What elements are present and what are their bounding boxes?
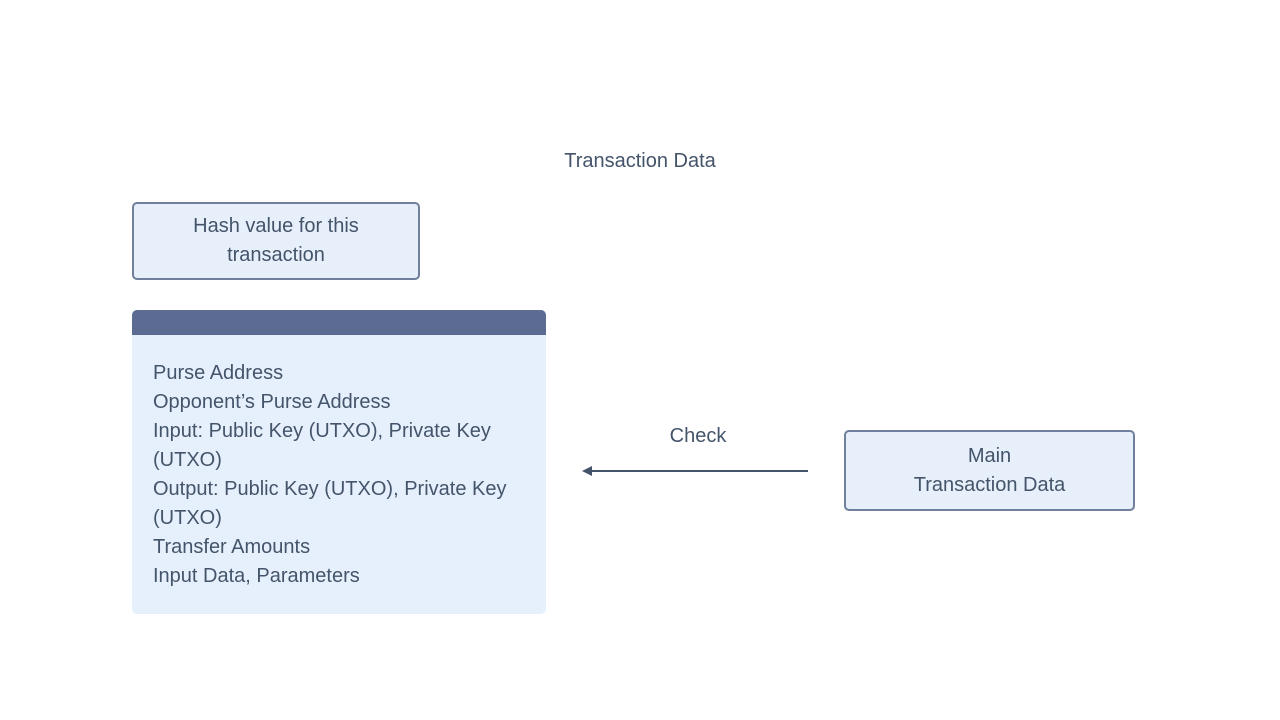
main-transaction-data-box: Main Transaction Data [844, 430, 1135, 511]
arrow-head-icon [582, 466, 592, 476]
hash-value-box: Hash value for this transaction [132, 202, 420, 280]
main-box-line1: Main [967, 444, 1012, 467]
transaction-data-panel: Purse Address Opponent’s Purse Address I… [132, 310, 546, 614]
panel-header-bar [132, 310, 546, 335]
list-item: Output: Public Key (UTXO), Private Key (… [153, 478, 507, 529]
list-item: Transfer Amounts [153, 536, 311, 558]
list-item: Purse Address [153, 362, 284, 384]
main-box-line2: Transaction Data [913, 473, 1066, 496]
list-item: Input: Public Key (UTXO), Private Key (U… [153, 420, 491, 471]
list-item: Opponent’s Purse Address [153, 391, 391, 413]
hash-value-label: Hash value for this transaction [193, 215, 359, 266]
diagram-title: Transaction Data [564, 150, 716, 172]
transaction-fields-list: Purse Address Opponent’s Purse Address I… [153, 359, 531, 591]
list-item: Input Data, Parameters [153, 565, 360, 587]
check-edge-label: Check [669, 425, 727, 447]
check-arrow [582, 466, 808, 476]
